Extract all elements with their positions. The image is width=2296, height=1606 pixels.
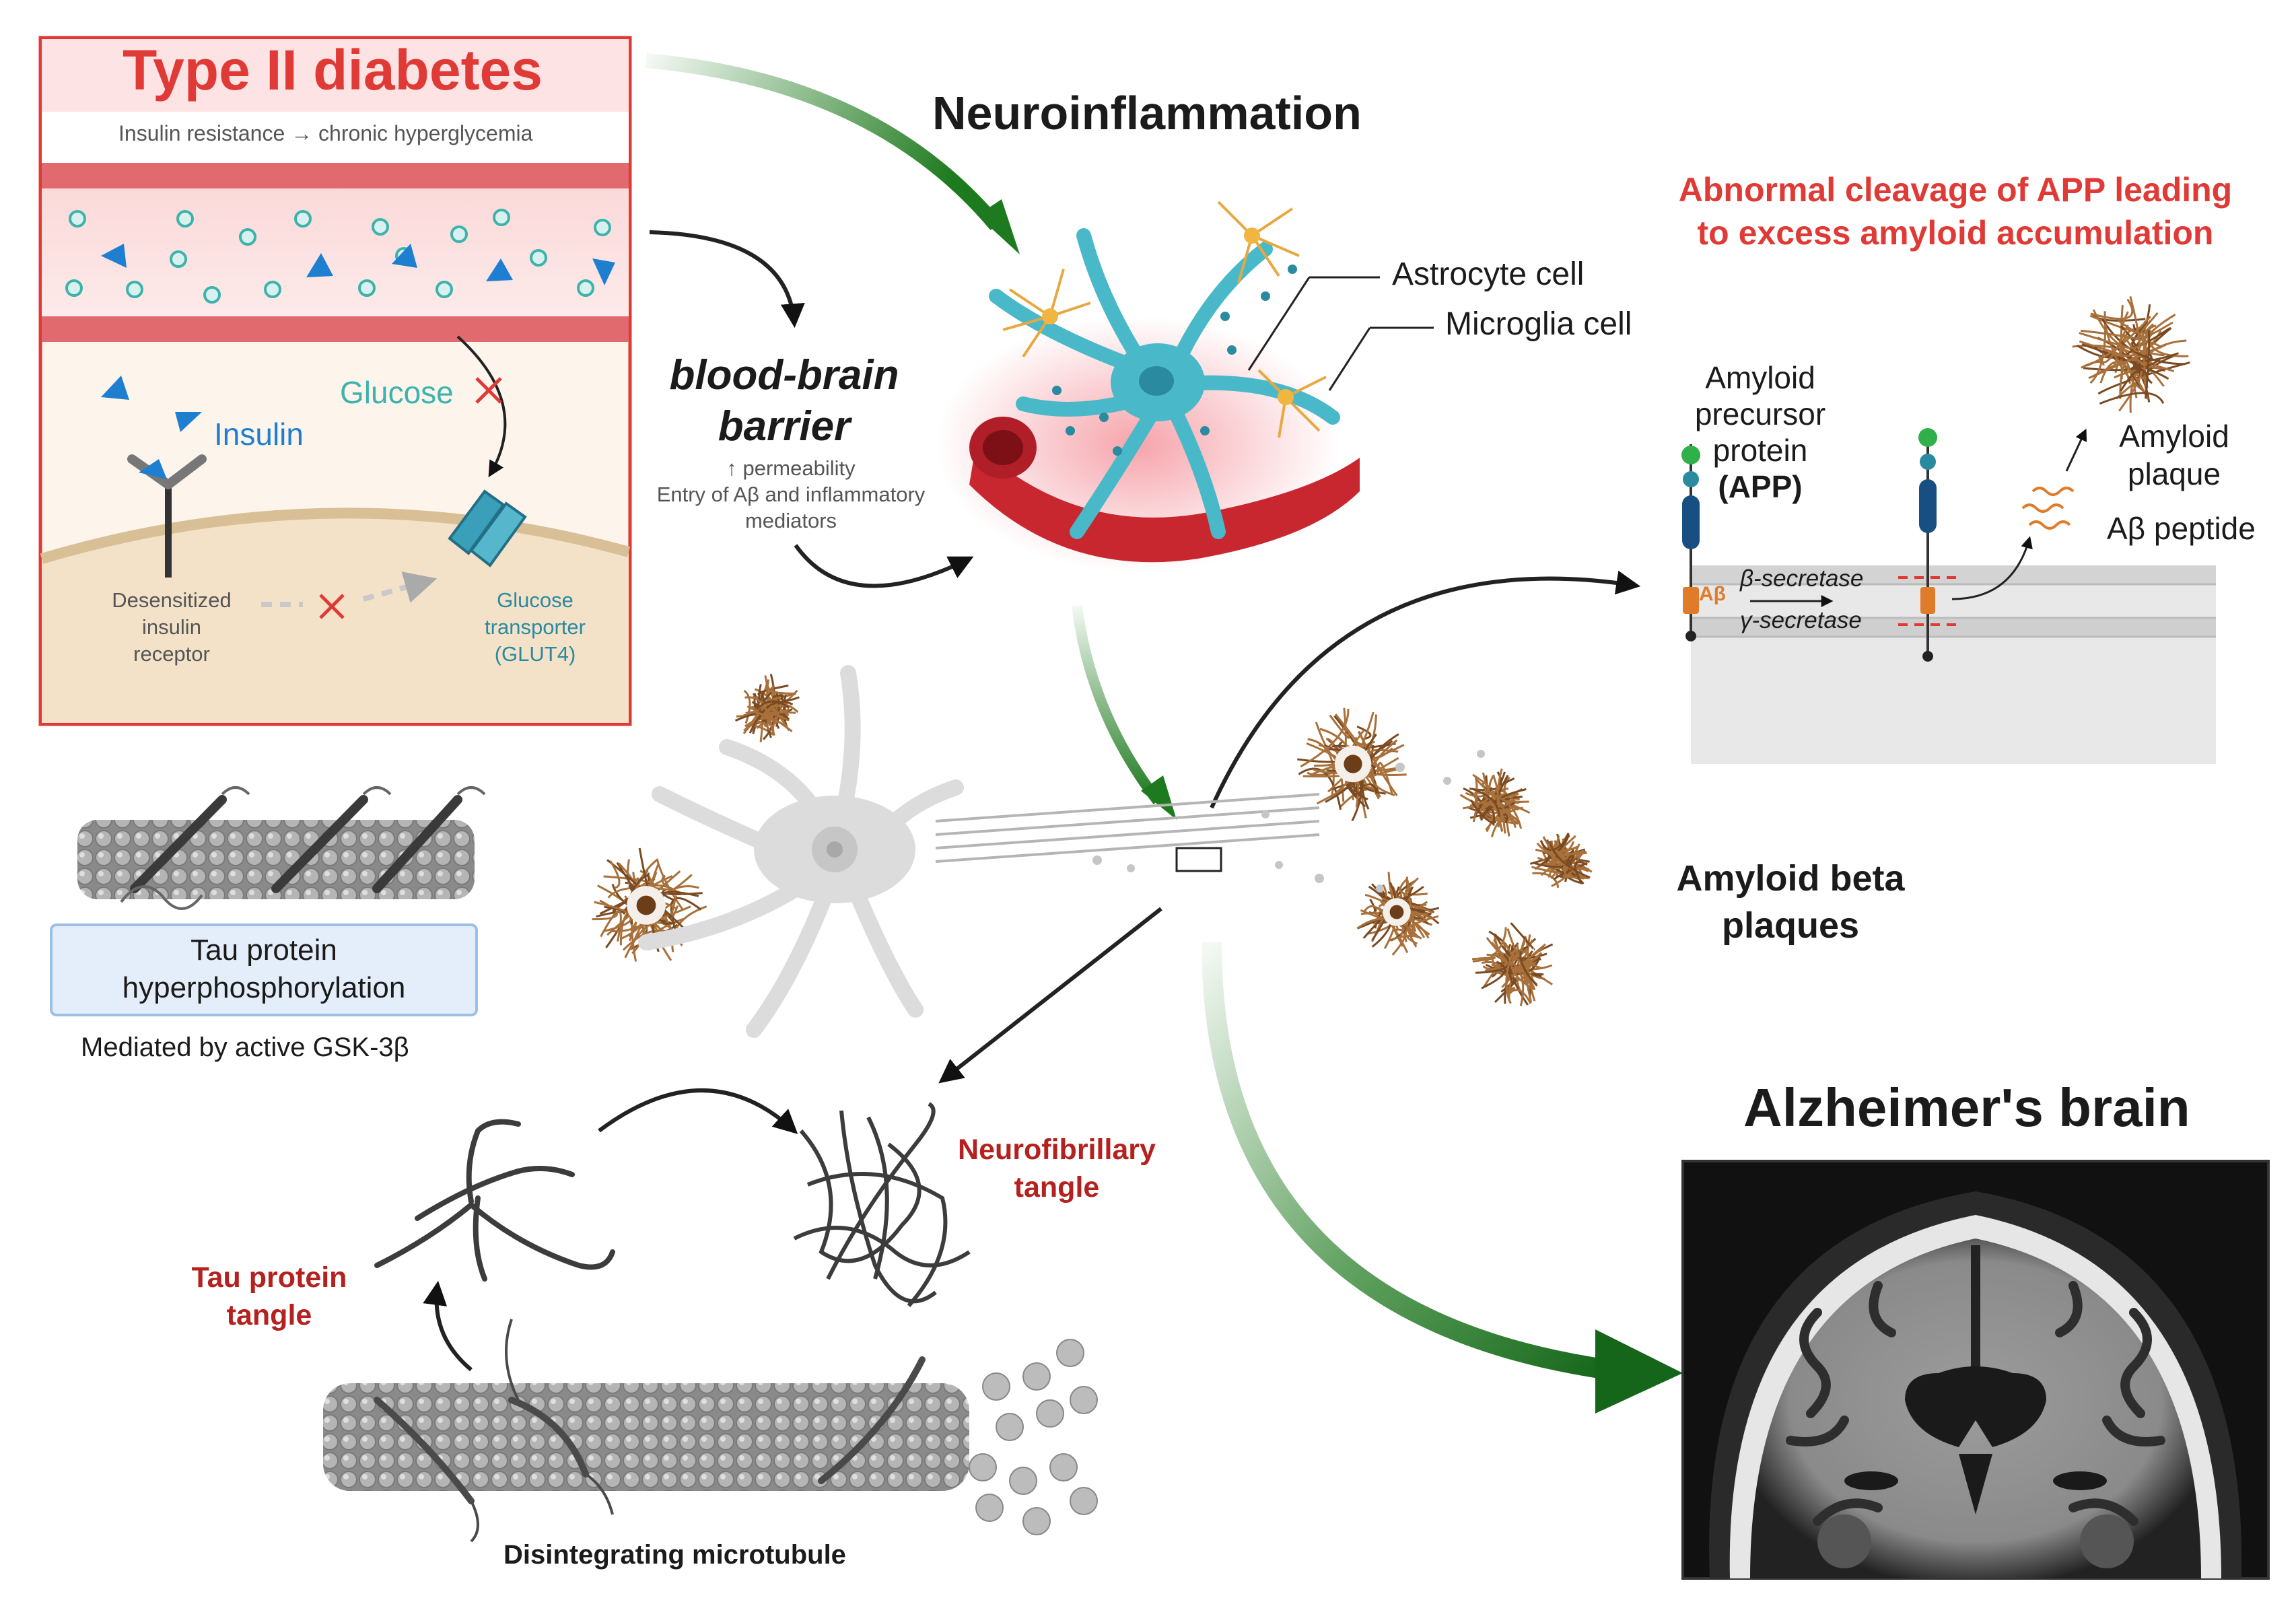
plaque-label: Amyloid plaque bbox=[2093, 417, 2255, 493]
diabetes-panel bbox=[38, 36, 632, 726]
neurofibrillary-tangle-icon bbox=[793, 1102, 971, 1307]
pathway-arrows bbox=[423, 53, 1683, 1413]
plaque-label-line: plaque bbox=[2127, 456, 2221, 491]
disintegrating-microtubule-icon bbox=[323, 1319, 1098, 1543]
bbb-detail: ↑ permeability Entry of Aβ and inflammat… bbox=[633, 455, 949, 534]
receptor-label-line: insulin bbox=[142, 615, 201, 639]
tau-hyperphosphorylation-box bbox=[50, 923, 478, 1016]
tau-tangle-label-line: Tau protein bbox=[191, 1261, 347, 1294]
tau-protein-tangle-icon bbox=[374, 1119, 615, 1282]
app-abbrev: (APP) bbox=[1718, 469, 1803, 504]
tau-tangle-label: Tau protein tangle bbox=[168, 1259, 370, 1334]
abeta-tag: Aβ bbox=[1699, 583, 1726, 605]
amyloid-plaque-icon bbox=[1297, 707, 1407, 822]
app-label: Amyloid precursor protein (APP) bbox=[1642, 359, 1878, 505]
neuron-icon bbox=[638, 665, 1485, 1038]
beta-secretase-label: β-secretase bbox=[1740, 565, 1864, 592]
microglia-icon bbox=[1002, 201, 1327, 438]
glucose-label: Glucose bbox=[340, 375, 454, 410]
transporter-label-line: Glucose bbox=[497, 588, 573, 612]
nft-label: Neurofibrillary tangle bbox=[942, 1131, 1171, 1206]
transporter-label-line: transporter bbox=[485, 615, 586, 639]
app-cleavage-panel bbox=[1681, 428, 2216, 764]
cleaved-app-icon bbox=[1918, 428, 1937, 662]
receptor-label-line: receptor bbox=[133, 642, 210, 666]
blocked-cross-icon bbox=[475, 377, 502, 404]
alzheimers-brain-mri bbox=[1681, 1160, 2270, 1580]
gamma-secretase-label: γ-secretase bbox=[1740, 607, 1862, 633]
amyloid-plaques-label: Amyloid beta plaques bbox=[1649, 855, 1932, 949]
nft-label-line: Neurofibrillary bbox=[958, 1133, 1156, 1166]
insulin-molecules bbox=[101, 244, 615, 432]
bbb-title-line: barrier bbox=[718, 403, 851, 450]
amyloid-plaque-icon bbox=[1471, 922, 1554, 1007]
microglia-label: Microglia cell bbox=[1445, 306, 1632, 342]
app-heading: Abnormal cleavage of APP leading to exce… bbox=[1636, 168, 2275, 254]
tau-box-label-line: Tau protein bbox=[190, 934, 337, 967]
transporter-label-line: (GLUT4) bbox=[494, 642, 576, 666]
bbb-detail-line: ↑ permeability bbox=[726, 456, 856, 480]
tau-box-label-line: hyperphosphorylation bbox=[122, 971, 406, 1004]
tau-box-label: Tau protein hyperphosphorylation bbox=[51, 932, 477, 1007]
transporter-label: Glucose transporter (GLUT4) bbox=[464, 587, 606, 668]
amyloid-plaque-icon bbox=[1459, 768, 1531, 837]
bbb-title: blood-brain barrier bbox=[643, 350, 926, 452]
app-heading-line: to excess amyloid accumulation bbox=[1697, 214, 2214, 252]
diabetes-title: Type II diabetes bbox=[123, 38, 543, 102]
microtubule-label: Disintegrating microtubule bbox=[503, 1540, 846, 1570]
receptor-label-line: Desensitized bbox=[112, 588, 232, 612]
signal-blocked-cross-icon bbox=[319, 594, 345, 619]
bbb-detail-line: mediators bbox=[744, 509, 837, 532]
nft-label-line: tangle bbox=[1014, 1171, 1100, 1203]
insulin-receptor-icon bbox=[127, 454, 207, 578]
amyloid-plaque-icon bbox=[1529, 832, 1593, 888]
brain-title: Alzheimer's brain bbox=[1743, 1078, 2190, 1138]
amyloid-plaque-icon bbox=[1356, 872, 1440, 956]
tau-tangle-label-line: tangle bbox=[226, 1299, 312, 1331]
app-label-line: Amyloid bbox=[1705, 360, 1815, 395]
app-protein-icon bbox=[1681, 444, 1700, 641]
abeta-peptide-icon bbox=[2021, 487, 2075, 530]
plaque-label-line: Amyloid bbox=[2119, 419, 2229, 454]
diabetes-subtitle: Insulin resistance → chronic hyperglycem… bbox=[118, 121, 533, 145]
neuroinflammation-illustration bbox=[936, 201, 1434, 572]
microtubule-with-tau-icon bbox=[77, 786, 486, 910]
amyloid-plaque-icon bbox=[734, 674, 800, 742]
gsk3b-mediator: Mediated by active GSK-3β bbox=[81, 1033, 409, 1062]
receptor-label: Desensitized insulin receptor bbox=[88, 587, 256, 668]
app-label-line: precursor bbox=[1694, 396, 1826, 431]
astrocyte-label: Astrocyte cell bbox=[1392, 256, 1585, 292]
app-label-line: protein bbox=[1712, 433, 1808, 468]
abeta-peptide-label: Aβ peptide bbox=[2107, 511, 2256, 546]
insulin-label: Insulin bbox=[214, 417, 304, 452]
amyloid-plaques-label-line: Amyloid beta bbox=[1676, 858, 1905, 899]
glut4-transporter-icon bbox=[448, 489, 527, 567]
neuroinflammation-title: Neuroinflammation bbox=[932, 87, 1362, 139]
bbb-title-line: blood-brain bbox=[669, 352, 899, 398]
amyloid-plaque-icon bbox=[2072, 296, 2190, 413]
bbb-detail-line: Entry of Aβ and inflammatory bbox=[656, 483, 926, 506]
amyloid-plaques-label-line: plaques bbox=[1721, 905, 1860, 946]
app-heading-line: Abnormal cleavage of APP leading bbox=[1678, 171, 2233, 209]
